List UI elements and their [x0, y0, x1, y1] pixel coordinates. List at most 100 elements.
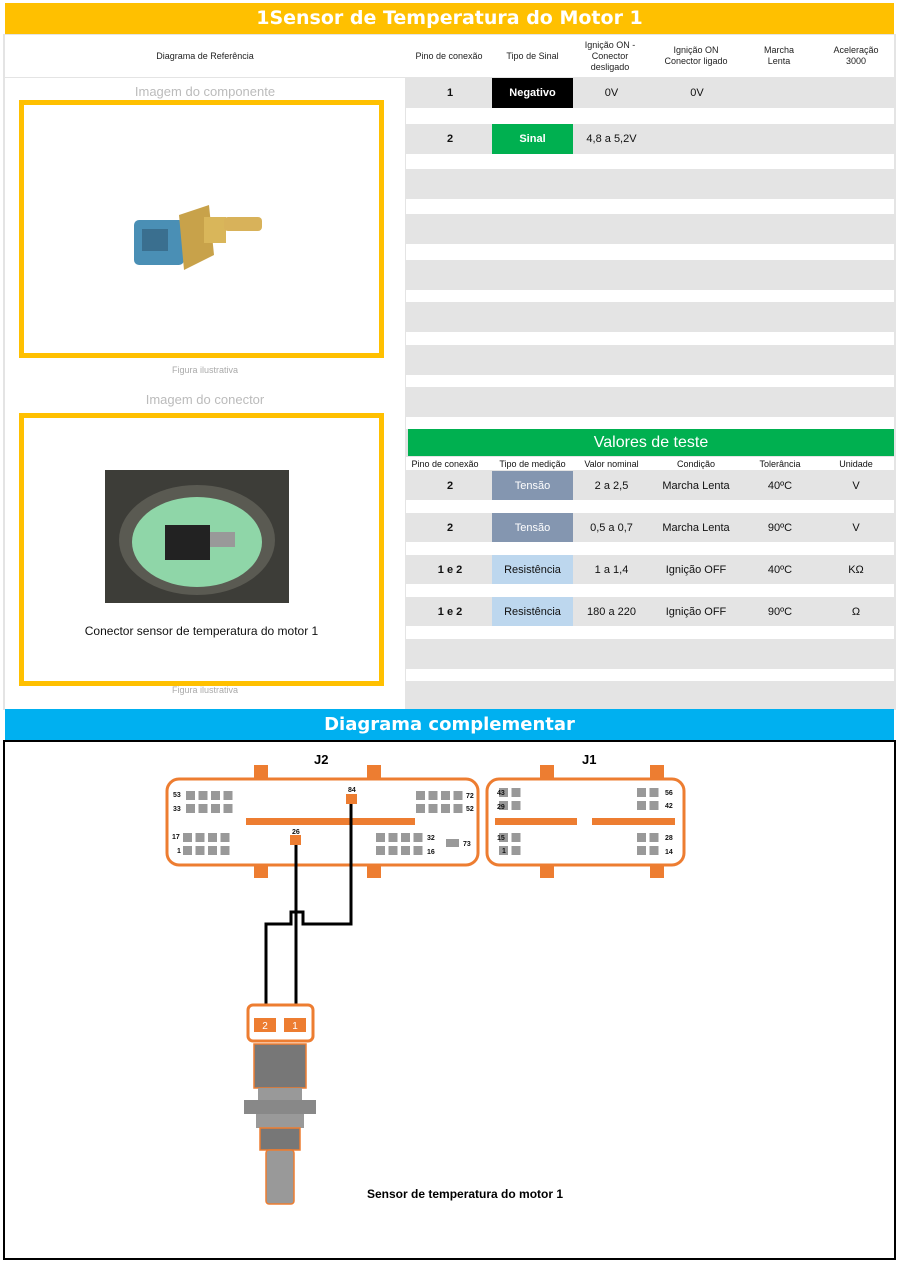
pin-label: 42: [665, 803, 673, 810]
pin-pad: [208, 846, 217, 855]
component-image-box: [19, 100, 384, 358]
figure-note-2: Figura ilustrativa: [171, 685, 239, 695]
row-gap: [406, 108, 894, 124]
row-gap: [406, 584, 894, 597]
pin-pad: [183, 833, 192, 842]
pin-pad: [649, 788, 659, 797]
pin-pad: [195, 833, 205, 842]
component-caption: Imagem do componente: [134, 84, 276, 99]
test-tol: 40ºC: [767, 480, 793, 492]
pin-pad: [511, 833, 521, 842]
row-gap: [406, 542, 894, 555]
test-tol: 40ºC: [767, 564, 793, 576]
pin-pad: [401, 846, 410, 855]
pin-pad: [211, 804, 220, 813]
pin-pad: [428, 804, 438, 813]
test-pino: 1 e 2: [437, 564, 463, 576]
test-unid: V: [852, 480, 860, 492]
pin-pad: [499, 801, 508, 810]
pin-pad: [649, 833, 659, 842]
header-ign-off: Ignição ON - Conector desligado: [584, 39, 636, 72]
ign-off-value: 0V: [604, 87, 619, 99]
pin-label: 84: [348, 787, 356, 794]
wiring-diagram: [3, 740, 896, 1260]
test-unid: V: [852, 522, 860, 534]
pin-pad: [211, 791, 220, 800]
ign-on-value: 0V: [690, 87, 704, 99]
test-tipo: Resistência: [492, 555, 573, 585]
pin-number: 2: [446, 133, 454, 145]
pin-pad: [637, 833, 646, 842]
signal-type: Sinal: [492, 124, 573, 154]
pin-number: 1: [446, 87, 454, 99]
row-gap: [406, 626, 894, 639]
pin-label: 15: [497, 835, 505, 842]
table-header: Diagrama de Referência Pino de conexão T…: [5, 35, 894, 77]
figure-note: Figura ilustrativa: [171, 365, 239, 375]
pin-label: 56: [665, 790, 673, 797]
sensor-pin-label: 1: [292, 1021, 298, 1032]
connector-image-box: Conector sensor de temperatura do motor …: [19, 413, 384, 686]
pin-pad: [441, 804, 450, 813]
row-gap: [406, 154, 894, 169]
pin-pad: [499, 788, 508, 797]
row-gap: [406, 417, 894, 429]
sensor-pin-label: 2: [262, 1021, 268, 1032]
row-gap: [406, 332, 894, 345]
pin-pad: [223, 791, 233, 800]
signal-type: Negativo: [492, 78, 573, 108]
header-ref: Diagrama de Referência: [156, 50, 254, 61]
temperature-sensor-image: [134, 205, 262, 270]
pin-pad: [376, 846, 385, 855]
pin-label: 17: [172, 834, 180, 841]
test-tipo: Resistência: [492, 597, 573, 627]
test-cond: Marcha Lenta: [662, 522, 730, 534]
header-marcha: Marcha Lenta: [763, 45, 794, 66]
pin-label: 32: [427, 835, 435, 842]
connector-caption: Imagem do conector: [145, 392, 265, 407]
test-pino: 2: [446, 480, 454, 492]
row-gap: [406, 669, 894, 681]
test-valor: 1 a 1,4: [594, 564, 629, 576]
pin-label: 52: [466, 806, 474, 813]
pin-pad: [198, 804, 208, 813]
pin-pad: [637, 801, 646, 810]
pin-pad: [453, 804, 463, 813]
test-valor: 0,5 a 0,7: [590, 522, 633, 534]
pin-pad: [220, 833, 230, 842]
connector-label: Conector sensor de temperatura do motor …: [84, 624, 319, 638]
pin-label: 72: [466, 793, 474, 800]
pin-label: 33: [173, 806, 181, 813]
test-values-header: Pino de conexão Tipo de medição Valor no…: [406, 457, 894, 470]
ign-off-value: 4,8 a 5,2V: [586, 133, 637, 145]
page-title: 1Sensor de Temperatura do Motor 1: [5, 3, 894, 34]
pin-pad: [416, 804, 425, 813]
pin-pad: [223, 804, 233, 813]
pin-pad: [186, 804, 195, 813]
pin-label: 16: [427, 849, 435, 856]
pin-pad: [416, 791, 425, 800]
sensor-drawing: [244, 1043, 316, 1205]
test-unid: Ω: [851, 606, 861, 618]
pin-label: 26: [292, 829, 300, 836]
pin-pad: [511, 801, 521, 810]
test-cond: Ignição OFF: [665, 564, 727, 576]
pin-pad: [208, 833, 217, 842]
test-values-title: Valores de teste: [408, 429, 894, 456]
connector-j2-label: J2: [314, 752, 328, 767]
pin-pad: [401, 833, 410, 842]
pin-pad: [195, 846, 205, 855]
pin-pad: [198, 791, 208, 800]
col-pino: Pino de conexão: [411, 458, 479, 469]
row-gap: [406, 290, 894, 302]
test-tol: 90ºC: [767, 606, 793, 618]
pin-pad: [441, 791, 450, 800]
col-tipo: Tipo de medição: [499, 458, 566, 469]
pin-pad: [649, 801, 659, 810]
pin-pad: [499, 846, 508, 855]
row-gap: [406, 199, 894, 214]
test-pino: 2: [446, 522, 454, 534]
